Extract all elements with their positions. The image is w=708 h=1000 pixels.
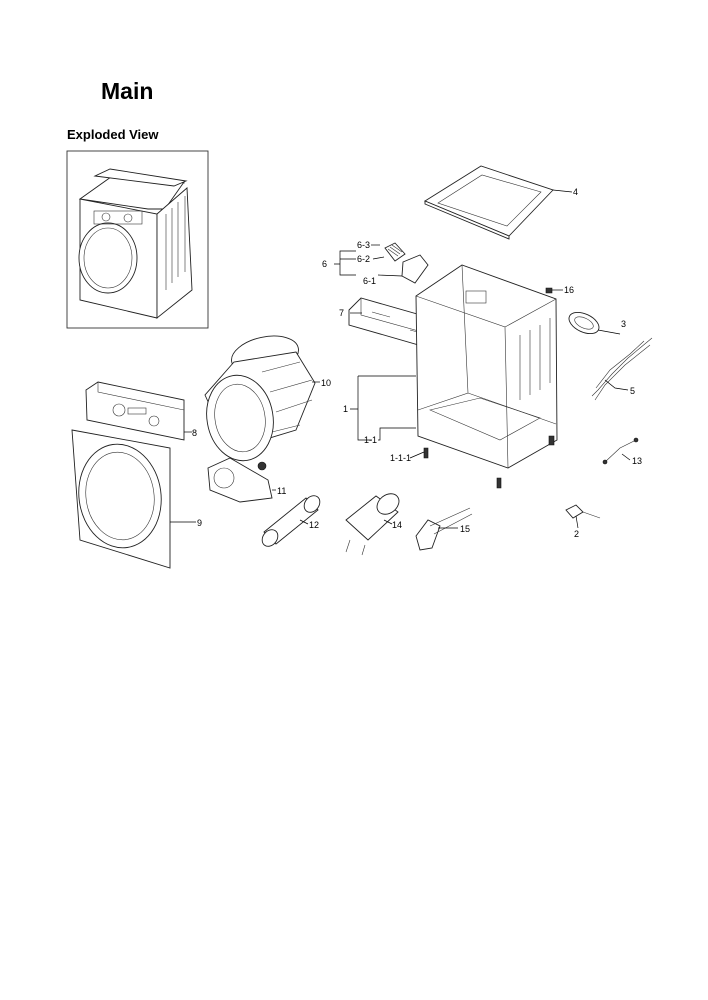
callout-8: 8 bbox=[192, 428, 197, 438]
callout-11: 11 bbox=[277, 486, 286, 496]
exhaust-duct bbox=[261, 495, 321, 547]
callout-16: 16 bbox=[564, 285, 574, 295]
wire-harness bbox=[591, 337, 653, 401]
callout-14: 14 bbox=[392, 520, 402, 530]
callout-4: 4 bbox=[573, 187, 578, 197]
callout-2: 2 bbox=[574, 529, 579, 539]
callout-6-2: 6-2 bbox=[357, 254, 370, 264]
callout-1: 1 bbox=[343, 404, 348, 414]
callout-6: 6 bbox=[322, 259, 327, 269]
idler-assembly bbox=[415, 507, 473, 551]
front-panel-door bbox=[71, 429, 171, 569]
thermostat bbox=[565, 504, 601, 519]
assembled-dryer-inset bbox=[66, 150, 209, 329]
clip-16 bbox=[545, 287, 553, 294]
blower-housing bbox=[207, 457, 273, 503]
callout-15: 15 bbox=[460, 524, 470, 534]
callout-3: 3 bbox=[621, 319, 626, 329]
leader-lines bbox=[170, 189, 631, 529]
control-panel bbox=[85, 381, 185, 441]
motor bbox=[345, 493, 400, 556]
callout-6-3: 6-3 bbox=[357, 240, 370, 250]
callout-1-1: 1-1 bbox=[364, 435, 377, 445]
callout-1-1-1: 1-1-1 bbox=[390, 453, 411, 463]
sensor bbox=[602, 437, 639, 465]
callout-6-1: 6-1 bbox=[363, 276, 376, 286]
filter-assembly bbox=[384, 242, 429, 284]
page-title: Main bbox=[101, 78, 154, 104]
callout-13: 13 bbox=[632, 456, 642, 466]
cabinet bbox=[415, 264, 558, 489]
callout-5: 5 bbox=[630, 386, 635, 396]
callout-12: 12 bbox=[309, 520, 319, 530]
callout-9: 9 bbox=[197, 518, 202, 528]
callout-10: 10 bbox=[321, 378, 331, 388]
vent-hood bbox=[568, 311, 600, 335]
callout-7: 7 bbox=[339, 308, 344, 318]
page-subtitle: Exploded View bbox=[67, 127, 159, 142]
top-cover bbox=[424, 165, 554, 240]
drum bbox=[204, 335, 316, 462]
